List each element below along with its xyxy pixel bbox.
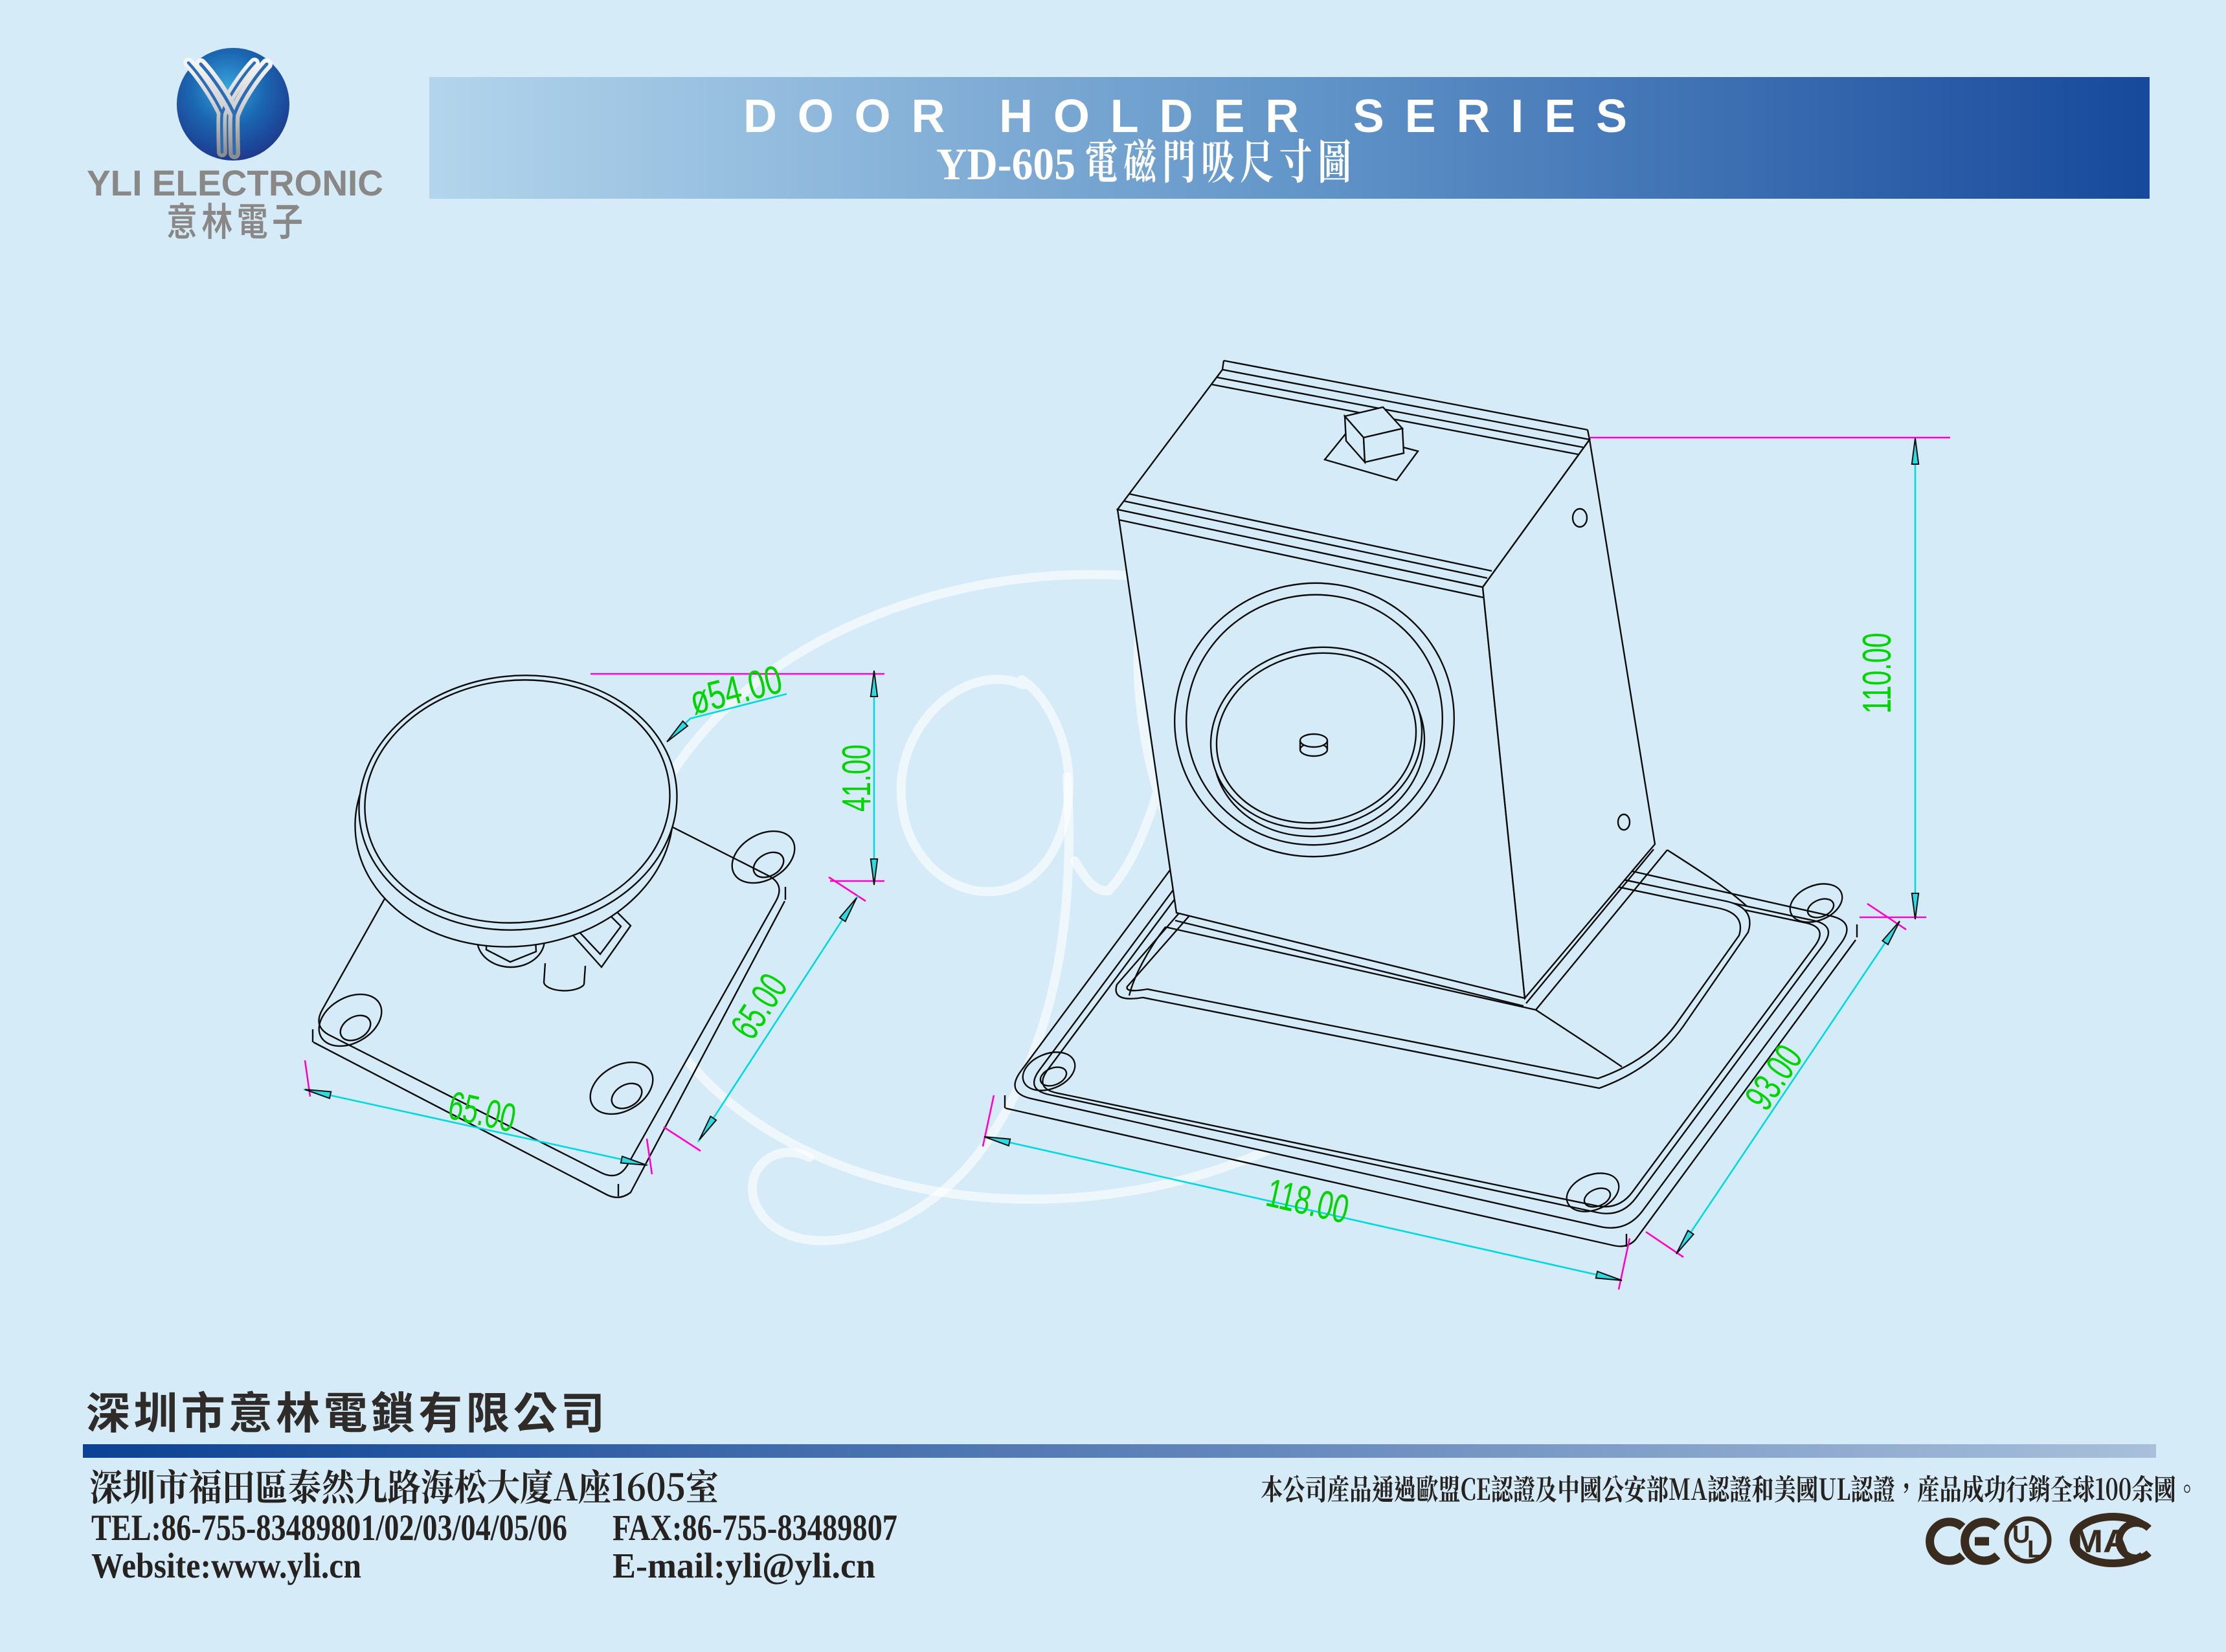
svg-text:YD-605: YD-605 — [936, 140, 1075, 190]
svg-text:118.00: 118.00 — [1262, 1170, 1353, 1232]
svg-text:MA: MA — [2073, 1523, 2129, 1559]
svg-text:YLI ELECTRONIC: YLI ELECTRONIC — [87, 162, 383, 203]
svg-text:FAX:86-755-83489807: FAX:86-755-83489807 — [613, 1508, 897, 1548]
svg-text:TEL:86-755-83489801/02/03/04/0: TEL:86-755-83489801/02/03/04/05/06 — [91, 1508, 567, 1548]
svg-text:DOOR HOLDER SERIES: DOOR HOLDER SERIES — [743, 91, 1627, 142]
svg-text:E-mail:yli@yli.cn: E-mail:yli@yli.cn — [613, 1546, 875, 1585]
svg-text:®: ® — [2015, 1554, 2020, 1562]
svg-text:L: L — [2027, 1536, 2042, 1563]
svg-text:Website:www.yli.cn: Website:www.yli.cn — [91, 1546, 361, 1585]
svg-text:ø54.00: ø54.00 — [685, 657, 787, 723]
svg-text:41.00: 41.00 — [835, 744, 879, 812]
svg-text:110.00: 110.00 — [1855, 633, 1900, 714]
svg-text:U: U — [2012, 1521, 2030, 1548]
